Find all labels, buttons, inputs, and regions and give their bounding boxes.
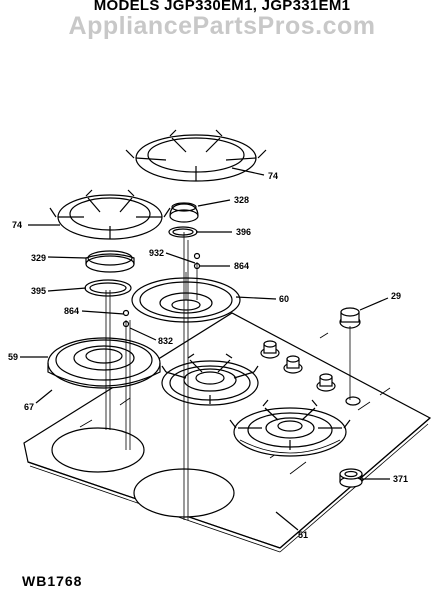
cap-329 xyxy=(85,250,135,273)
part-371 xyxy=(339,468,363,488)
callout-59: 59 xyxy=(8,352,18,362)
center-burner-assembly xyxy=(161,353,259,406)
diagram-title: MODELS JGP330EM1, JGP331EM1 xyxy=(93,0,351,14)
knob-29 xyxy=(339,307,361,329)
callout-labels: 74 74 328 396 932 864 329 395 60 29 864 … xyxy=(8,171,408,540)
callout-60: 60 xyxy=(279,294,289,304)
grate-74-left xyxy=(49,189,171,240)
callout-67: 67 xyxy=(24,402,34,412)
burner-bowl-60 xyxy=(131,272,241,323)
callout-74-upper: 74 xyxy=(268,171,278,181)
leader-lines xyxy=(20,167,390,531)
cap-328 xyxy=(169,202,199,223)
ring-396 xyxy=(168,226,198,238)
watermark: AppliancePartsPros.com xyxy=(68,12,376,40)
callout-832: 832 xyxy=(158,336,173,346)
assembly-guide-lines xyxy=(105,232,351,520)
right-burner-assembly xyxy=(229,399,351,457)
callout-864-lower: 864 xyxy=(64,306,79,316)
front-left-opening xyxy=(51,427,145,473)
callout-932: 932 xyxy=(149,248,164,258)
ring-395 xyxy=(84,279,132,297)
pin-864-lower xyxy=(122,309,130,317)
callout-51: 51 xyxy=(298,530,308,540)
pin-932-upper xyxy=(193,252,201,260)
grate-74-upper xyxy=(125,129,267,182)
callout-29: 29 xyxy=(391,291,401,301)
burner-bowl-59 xyxy=(47,337,161,389)
callout-396: 396 xyxy=(236,227,251,237)
callout-74-left: 74 xyxy=(12,220,22,230)
callout-329: 329 xyxy=(31,253,46,263)
callout-395: 395 xyxy=(31,286,46,296)
callout-328: 328 xyxy=(234,195,249,205)
control-knobs xyxy=(260,340,361,406)
diagram-code: WB1768 xyxy=(22,573,83,589)
callout-864-upper: 864 xyxy=(234,261,249,271)
callout-371: 371 xyxy=(393,474,408,484)
